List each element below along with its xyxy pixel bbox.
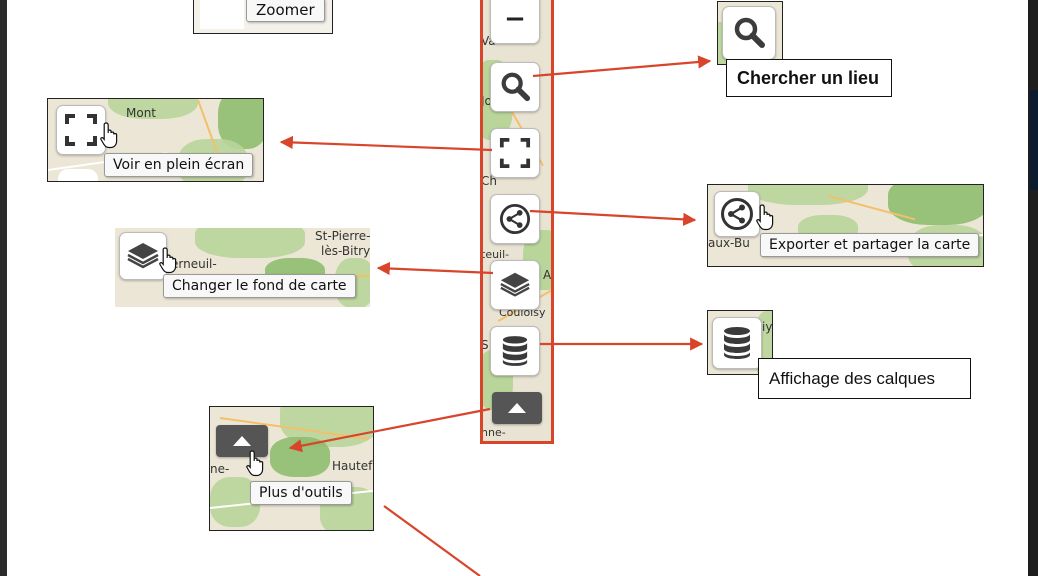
- basemap-callout-map: St-Pierre- lès-Bitry erneuil- Changer le…: [115, 228, 370, 307]
- zoom-tooltip: Zoomer: [246, 0, 325, 22]
- share-tooltip: Exporter et partager la carte: [760, 233, 980, 257]
- share-icon: [721, 198, 753, 230]
- map-place-label: Hautef: [332, 459, 373, 473]
- hand-cursor-icon: [756, 204, 774, 231]
- search-label: Chercher un lieu: [726, 59, 892, 97]
- zoom-callout-map: Zoomer: [193, 0, 333, 34]
- search-callout-map: [717, 1, 783, 65]
- fullscreen-callout-map: Mont Voir en plein écran: [47, 98, 264, 182]
- fullscreen-button-preview[interactable]: [56, 105, 106, 155]
- map-place-label: S: [481, 338, 489, 352]
- map-place-label: St-Pierre-: [315, 229, 370, 243]
- more-tools-tooltip: Plus d'outils: [250, 481, 352, 505]
- share-callout-map: aux-Bu Exporter et partager la carte: [707, 184, 984, 267]
- map-place-label: nne-: [481, 426, 506, 439]
- map-place-label: Mont: [126, 106, 157, 120]
- search-button-preview[interactable]: [722, 6, 776, 60]
- caret-up-icon: [233, 436, 251, 446]
- more-tools-button[interactable]: [492, 392, 542, 424]
- map-place-label: ne-: [210, 462, 230, 476]
- fullscreen-icon: [65, 114, 97, 146]
- more-tools-button-preview[interactable]: [216, 425, 268, 457]
- layers-icon: [500, 272, 530, 297]
- more-tools-callout-map: Hautef ne- Plus d'outils: [209, 406, 374, 531]
- share-icon: [499, 203, 531, 235]
- database-icon: [724, 327, 750, 359]
- map-place-label: erneuil-: [171, 257, 217, 271]
- layers-button[interactable]: [490, 326, 540, 376]
- map-place-label: aux-Bu: [708, 236, 750, 250]
- layers-button-preview[interactable]: [712, 317, 762, 369]
- fullscreen-icon: [499, 137, 531, 169]
- fullscreen-button[interactable]: [490, 128, 540, 178]
- search-button[interactable]: [490, 62, 540, 112]
- caret-up-icon: [508, 403, 526, 413]
- search-icon: [734, 17, 765, 48]
- basemap-tooltip: Changer le fond de carte: [163, 274, 356, 298]
- window-edge: [1028, 0, 1038, 576]
- fullscreen-tooltip: Voir en plein écran: [104, 153, 254, 177]
- map-place-label: iy: [762, 320, 773, 334]
- map-place-label: A: [543, 268, 552, 282]
- basemap-button[interactable]: [490, 260, 540, 310]
- map-place-label: teuil-: [481, 248, 510, 261]
- map-place-label: lès-Bitry: [321, 244, 370, 258]
- share-button[interactable]: [490, 194, 540, 244]
- layers-label: Affichage des calques: [758, 358, 971, 399]
- hand-cursor-icon: [159, 247, 177, 274]
- database-icon: [502, 336, 528, 366]
- layers-icon: [127, 243, 159, 269]
- share-button-preview[interactable]: [714, 191, 760, 237]
- basemap-button-preview[interactable]: [119, 232, 167, 280]
- zoom-out-button[interactable]: −: [490, 0, 540, 44]
- search-icon: [501, 72, 531, 102]
- map-place-label: Jo: [481, 94, 492, 108]
- hand-cursor-icon: [246, 450, 264, 477]
- minus-icon: −: [504, 4, 526, 34]
- map-toolbar: Va Jo Ch teuil- A Coulolsy S nne- −: [480, 0, 554, 444]
- hand-cursor-icon: [100, 122, 118, 149]
